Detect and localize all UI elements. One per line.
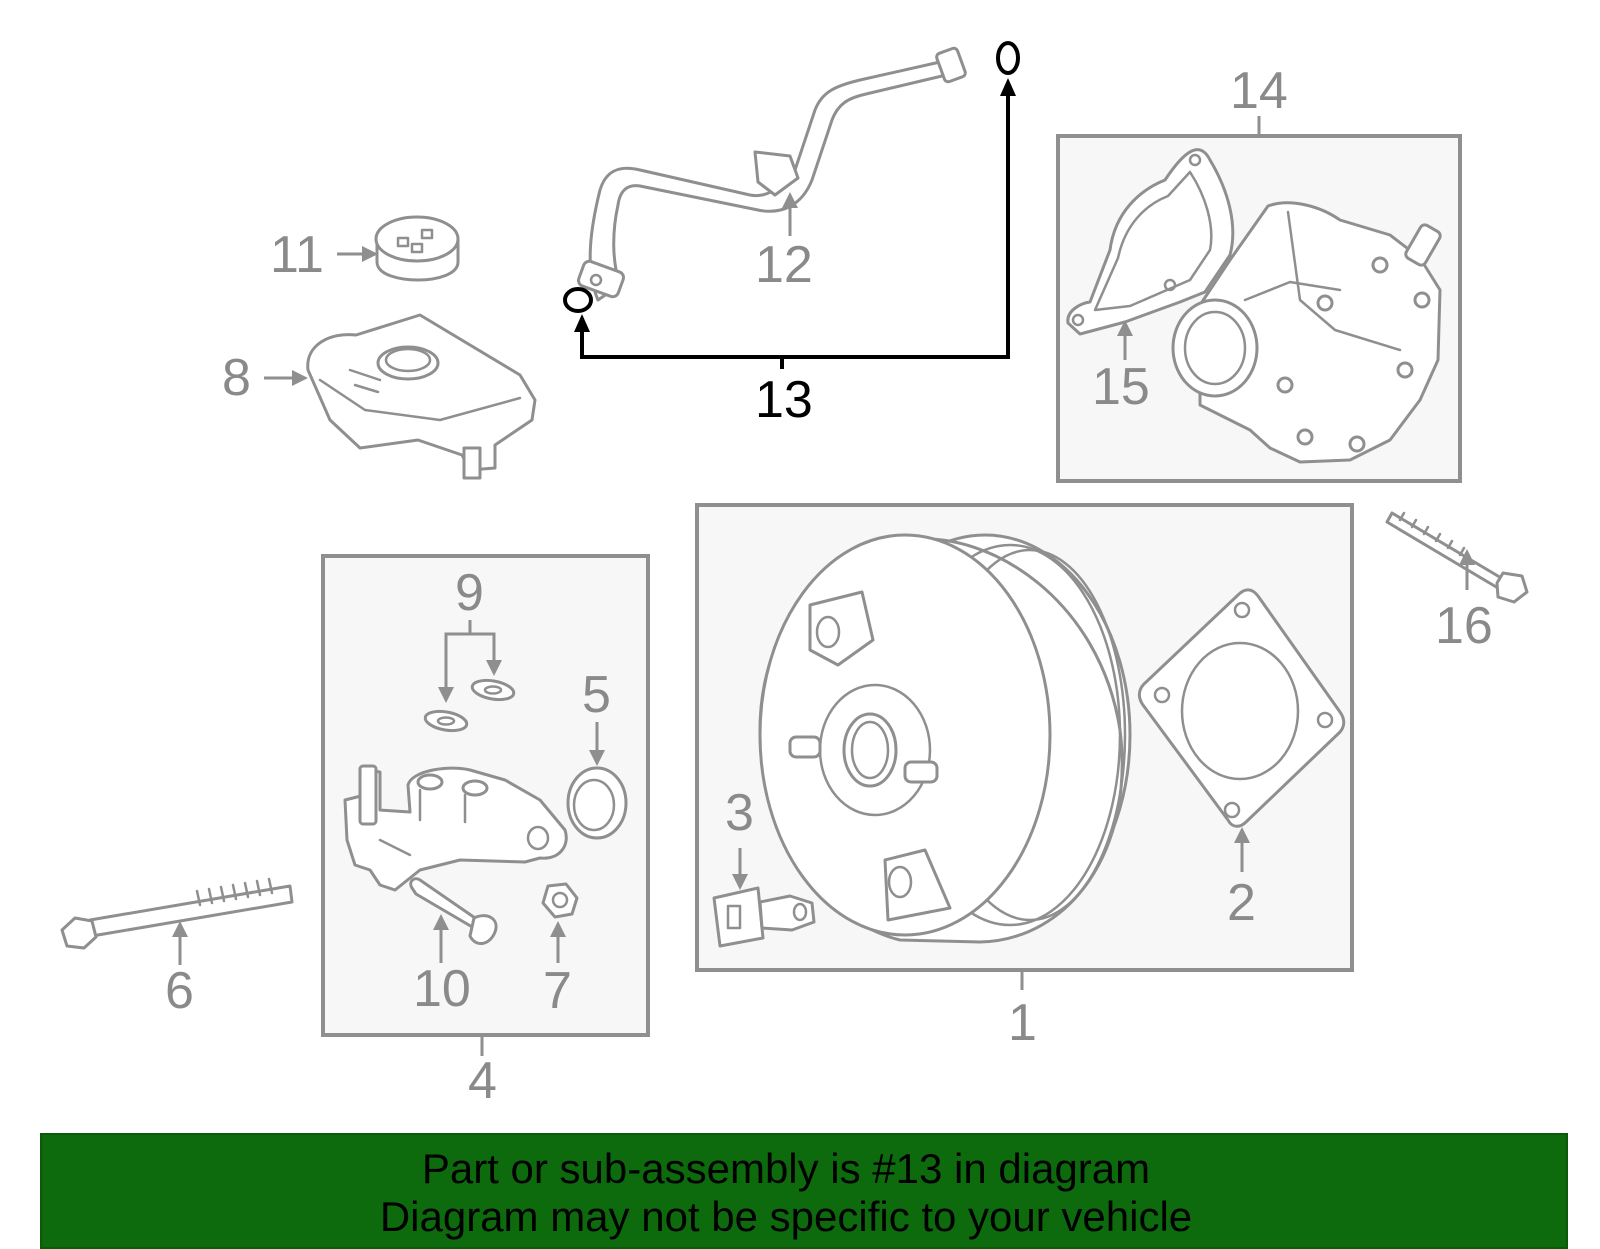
callout-13-bracket <box>580 86 1010 359</box>
callout-15: 15 <box>1092 358 1150 416</box>
o-ring-part-13[interactable] <box>563 41 1020 369</box>
callout-1: 1 <box>1008 994 1037 1052</box>
callout-12: 12 <box>755 236 813 294</box>
callout-2: 2 <box>1227 874 1256 932</box>
o-ring-lower[interactable] <box>563 287 593 313</box>
callout-6: 6 <box>165 962 194 1020</box>
callout-9: 9 <box>455 564 484 622</box>
callout-11: 11 <box>270 226 324 284</box>
callout-numbers: 11 8 12 13 14 15 16 1 2 3 4 5 6 7 9 10 <box>165 62 1493 1110</box>
callout-4: 4 <box>468 1052 497 1110</box>
callout-3: 3 <box>725 784 754 842</box>
leader-lines <box>172 116 1475 1056</box>
callout-10: 10 <box>413 960 471 1018</box>
vacuum-tube-part-12[interactable] <box>577 46 967 302</box>
callout-14: 14 <box>1230 62 1288 120</box>
banner-line-disclaimer: Diagram may not be specific to your vehi… <box>379 1193 1193 1240</box>
callout-16: 16 <box>1435 597 1493 655</box>
callout-13: 13 <box>755 371 813 429</box>
sensor-part-3[interactable] <box>712 886 816 948</box>
bolt-part-16[interactable] <box>1385 511 1529 604</box>
callout-5: 5 <box>582 666 611 724</box>
notice-banner: Part or sub-assembly is #13 in diagram D… <box>40 1133 1568 1249</box>
banner-line-part-number: Part or sub-assembly is #13 in diagram <box>421 1145 1151 1192</box>
bolt-part-6[interactable] <box>60 877 294 950</box>
brake-booster-part-1[interactable] <box>758 533 1132 944</box>
booster-gasket-part-2[interactable] <box>1137 588 1346 828</box>
reservoir-cap-part-11[interactable] <box>374 215 460 282</box>
o-ring-upper[interactable] <box>996 41 1020 75</box>
callout-7: 7 <box>543 962 572 1020</box>
callout-8: 8 <box>222 349 251 407</box>
fluid-reservoir-part-8[interactable] <box>306 313 537 480</box>
nut-part-7[interactable] <box>541 882 579 919</box>
seal-part-5[interactable] <box>566 766 628 840</box>
vacuum-pump-part-14[interactable] <box>1171 201 1442 464</box>
washers-part-9[interactable] <box>423 677 516 733</box>
bolt-part-10[interactable] <box>409 877 498 945</box>
pump-gasket-part-15[interactable] <box>1066 148 1235 336</box>
master-cylinder-part-4[interactable] <box>343 764 568 892</box>
